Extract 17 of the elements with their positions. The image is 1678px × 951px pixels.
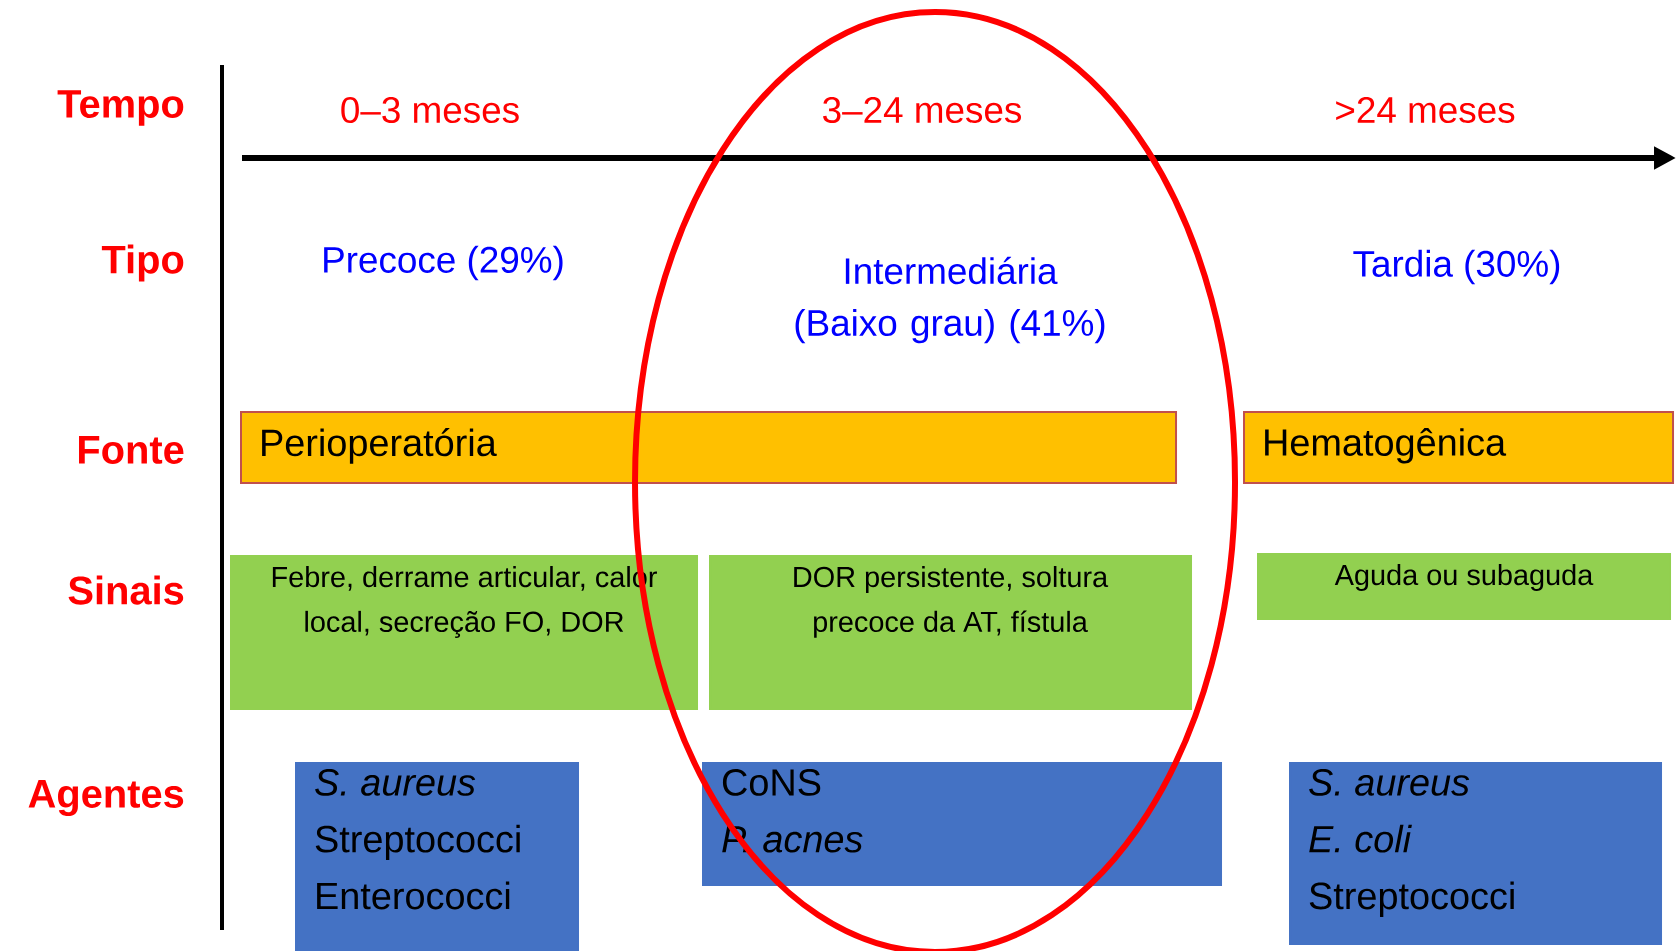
row-header: Tempo bbox=[57, 90, 184, 126]
row-header: Fonte bbox=[79, 436, 184, 464]
period-label: 3–24 meses bbox=[823, 96, 1021, 124]
agent-box: S. aureus E. coli Streptococci bbox=[1289, 762, 1663, 945]
sign-box: Aguda ou subaguda bbox=[1257, 553, 1672, 620]
type-label: Tardia (30%) bbox=[1353, 249, 1560, 285]
period-label: 0–3 meses bbox=[341, 96, 519, 124]
source-bar: Hematogênica bbox=[1243, 411, 1675, 484]
row-header: Tipo bbox=[101, 244, 184, 282]
type-label: Intermediária (Baixo grau) (41%) bbox=[795, 256, 1105, 344]
sign-box: DOR persistente, soltura precoce da AT, fístula bbox=[709, 555, 1192, 710]
agent-box: S. aureus Streptococci Enterococci bbox=[295, 762, 579, 951]
period-label: >24 meses bbox=[1336, 96, 1515, 124]
row-header: Agentes bbox=[28, 780, 184, 816]
row-header: Sinais bbox=[68, 575, 184, 605]
type-label: Precoce (29%) bbox=[324, 245, 563, 281]
source-bar: Perioperatória bbox=[240, 411, 1178, 484]
